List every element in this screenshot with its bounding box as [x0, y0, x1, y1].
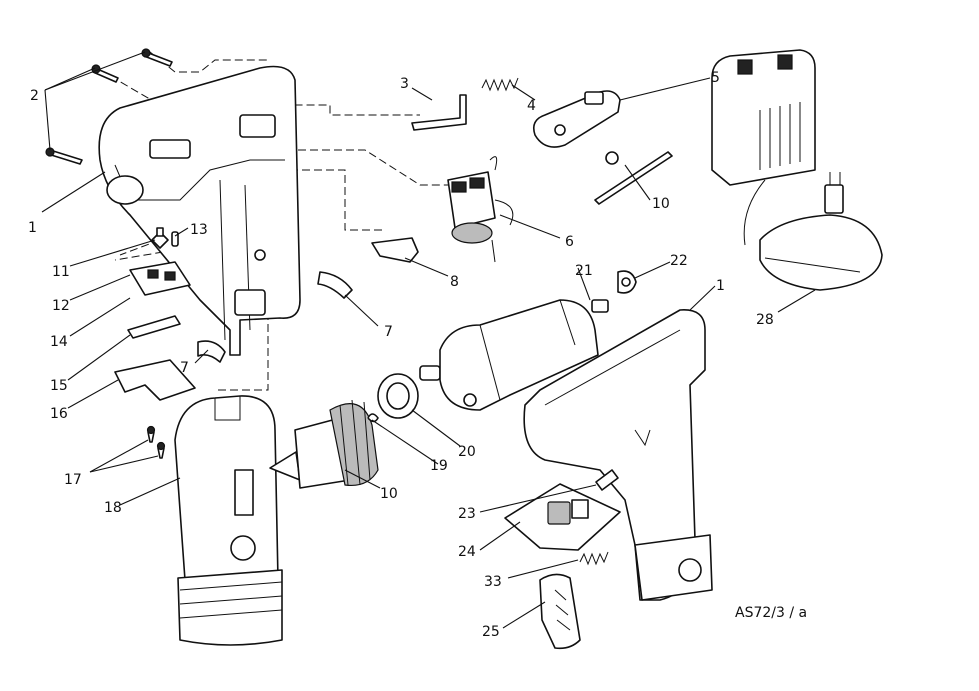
label-part-19: 19	[430, 458, 448, 474]
label-part-1-left: 1	[28, 220, 37, 236]
part-battery-pack	[174, 395, 283, 646]
part-brush-holder-b	[197, 340, 226, 363]
label-part-16: 16	[50, 406, 68, 422]
part-switch-module	[447, 156, 514, 263]
label-part-14: 14	[50, 334, 68, 350]
part-small-clip	[617, 270, 637, 294]
part-spring-small	[481, 77, 519, 92]
label-part-13: 13	[190, 222, 208, 238]
screws	[45, 48, 173, 165]
label-part-5: 5	[711, 70, 720, 86]
label-part-17: 17	[64, 472, 82, 488]
part-small-screws	[146, 425, 166, 459]
label-part-7-right: 7	[384, 324, 393, 340]
part-small-pin	[595, 469, 619, 491]
label-part-23: 23	[458, 506, 476, 522]
part-switch-carrier	[532, 90, 621, 148]
label-part-1-right: 1	[716, 278, 725, 294]
label-part-22: 22	[670, 253, 688, 269]
label-part-8: 8	[450, 274, 459, 290]
label-part-10-top: 10	[652, 196, 670, 212]
label-part-6: 6	[565, 234, 574, 250]
label-part-24: 24	[458, 544, 476, 560]
part-clip	[371, 237, 419, 263]
label-part-33: 33	[484, 574, 502, 590]
label-part-15: 15	[50, 378, 68, 394]
label-part-28: 28	[756, 312, 774, 328]
part-bracket-base	[114, 359, 196, 401]
label-part-7-left: 7	[180, 360, 189, 376]
part-labels: 1 2 3 4 5 10 6 8 7 7 11 12 13 14 15 16 1…	[28, 70, 807, 640]
leader-lines	[41, 51, 816, 629]
label-part-2: 2	[30, 88, 39, 104]
label-part-25: 25	[482, 624, 500, 640]
part-brush-holder-a	[317, 271, 353, 299]
housing-half-left	[98, 65, 301, 356]
label-part-4: 4	[527, 98, 536, 114]
part-bracket	[411, 94, 467, 131]
label-part-10-chuck: 10	[380, 486, 398, 502]
part-motor	[419, 299, 609, 411]
part-shaft-pin	[594, 151, 673, 205]
part-washer	[377, 373, 419, 419]
part-chuck	[269, 399, 379, 489]
reference-code: AS72/3 / a	[735, 605, 807, 621]
part-trigger	[504, 483, 621, 551]
part-spring-33	[579, 551, 609, 566]
part-charger	[711, 49, 883, 291]
label-part-11: 11	[52, 264, 70, 280]
part-trigger-cover	[539, 573, 581, 650]
label-part-21: 21	[575, 263, 593, 279]
part-slider	[127, 315, 181, 339]
part-circlip	[367, 413, 379, 423]
label-part-12: 12	[52, 298, 70, 314]
label-part-20: 20	[458, 444, 476, 460]
housing-half-right	[523, 309, 713, 601]
label-part-3: 3	[400, 76, 409, 92]
label-part-18: 18	[104, 500, 122, 516]
parts-switch-small	[129, 227, 191, 296]
